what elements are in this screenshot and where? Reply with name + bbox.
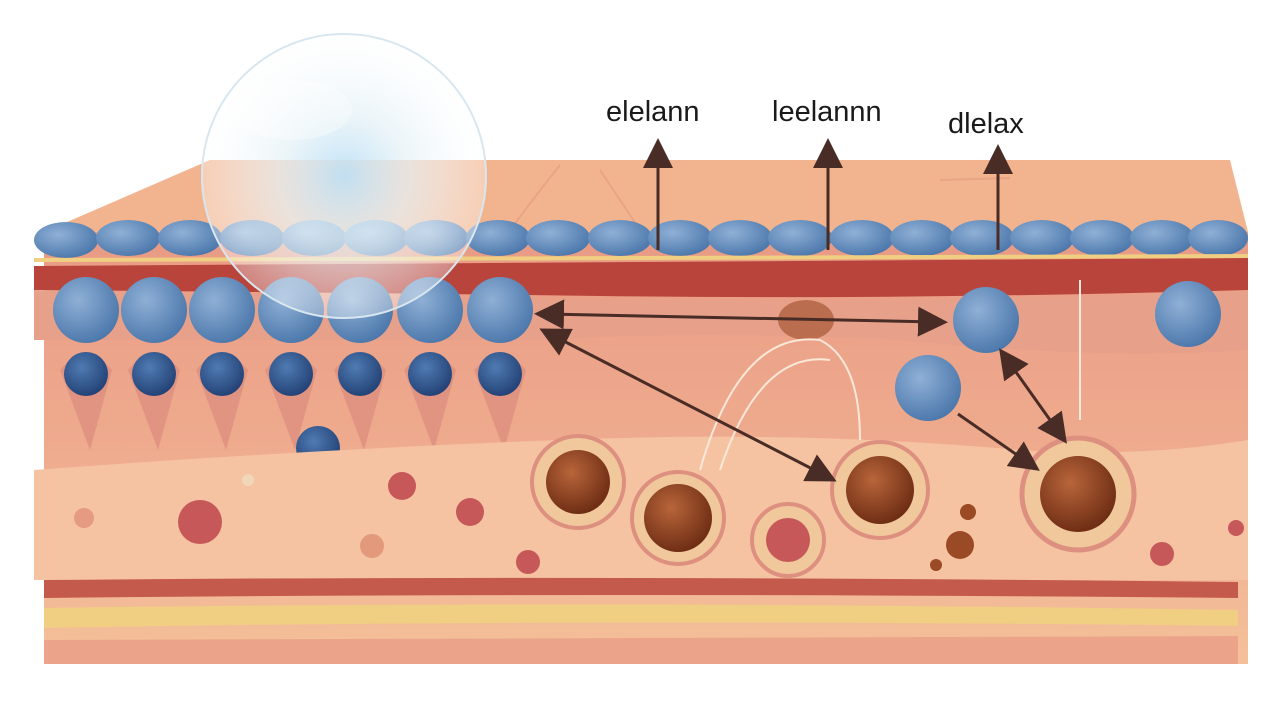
- bottom-yellow-band: [44, 604, 1238, 628]
- label-dlelax: dlelax: [948, 108, 1024, 140]
- right-blue-cells: [895, 281, 1221, 421]
- translucent-sphere: [201, 33, 487, 319]
- bottom-edge: [44, 636, 1238, 664]
- arrows: [534, 138, 1067, 482]
- label-elelann: elelann: [606, 96, 700, 128]
- sphere-highlight: [232, 80, 352, 140]
- label-leelannn: leelannn: [772, 96, 882, 128]
- bottom-red-band: [44, 577, 1238, 598]
- scattered-cells: [74, 472, 1244, 574]
